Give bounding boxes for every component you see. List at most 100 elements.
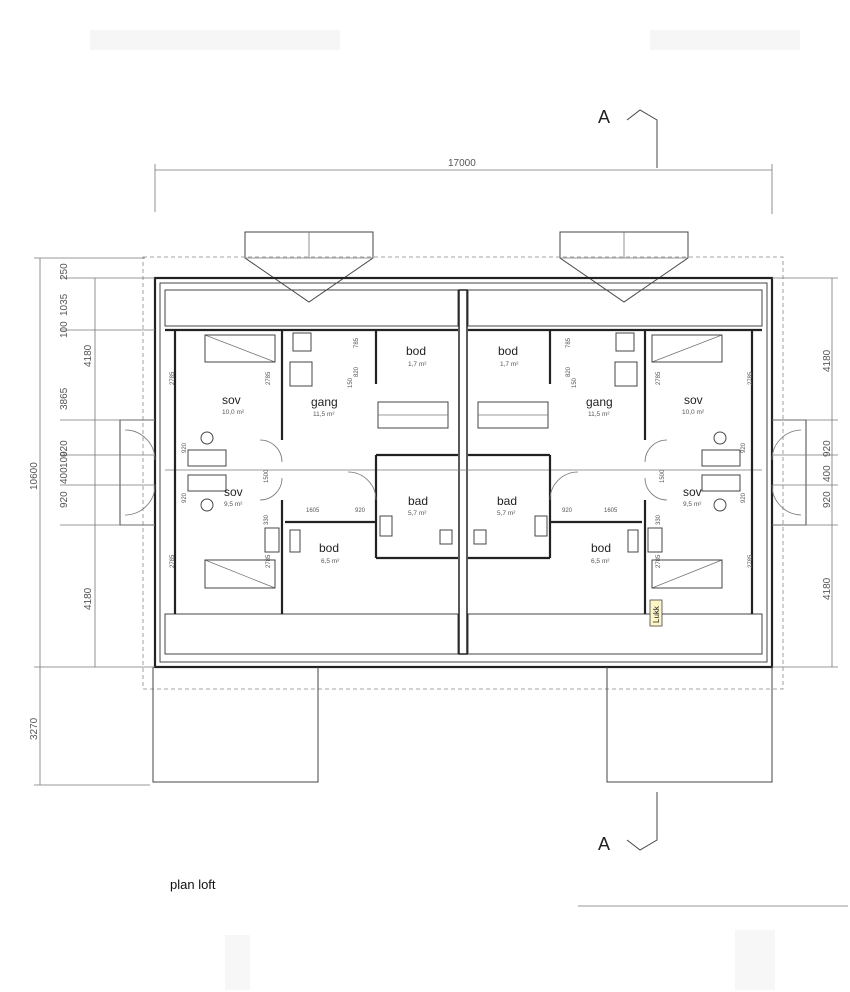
svg-text:250: 250: [59, 263, 70, 280]
room-name: bod: [591, 541, 611, 555]
faded-footer-left: [225, 935, 250, 990]
section-marker-top: A: [598, 107, 658, 168]
svg-text:920: 920: [355, 508, 366, 514]
section-marker-top-label: A: [598, 107, 610, 127]
room-name: sov: [684, 393, 703, 407]
dormer-left-top: [244, 231, 374, 303]
room-name: gang: [586, 395, 613, 409]
svg-text:820: 820: [566, 366, 572, 377]
room-area: 5,7 m²: [408, 510, 427, 517]
room-area: 10,0 m²: [222, 409, 245, 416]
room-area: 9,5 m²: [683, 501, 702, 508]
attic-strip-top-left: [164, 289, 459, 327]
svg-text:150: 150: [572, 377, 578, 388]
right-unit-walls: [468, 328, 762, 614]
section-marker-bottom-label: A: [598, 834, 610, 854]
room-name: bad: [408, 494, 428, 508]
small-dimensions: 2785 2785 785 820 150 920 920 1605 920 3…: [170, 337, 754, 568]
svg-text:3865: 3865: [59, 387, 70, 410]
room-area: 9,5 m²: [224, 501, 243, 508]
svg-text:920: 920: [741, 442, 747, 453]
faded-footer-right: [735, 930, 775, 990]
room-name: bod: [498, 344, 518, 358]
overall-width-dimension: 17000: [154, 158, 773, 214]
room-name: sov: [224, 485, 243, 499]
svg-text:330: 330: [656, 514, 662, 525]
rooms-left: sov 10,0 m² gang 11,5 m² bod 1,7 m² sov …: [222, 344, 428, 565]
overall-height-label: 10600: [29, 462, 40, 490]
svg-text:920: 920: [822, 491, 833, 508]
lukk-tag: Lukk: [649, 599, 663, 627]
room-name: bod: [406, 344, 426, 358]
svg-text:1035: 1035: [59, 293, 70, 316]
svg-text:1500: 1500: [660, 469, 666, 483]
section-marker-bottom: A: [598, 792, 658, 854]
svg-text:2785: 2785: [266, 371, 272, 385]
svg-text:400: 400: [822, 465, 833, 482]
svg-text:820: 820: [354, 366, 360, 377]
svg-text:920: 920: [59, 491, 70, 508]
svg-text:920: 920: [182, 492, 188, 503]
svg-text:330: 330: [264, 514, 270, 525]
rooms-right: bod 1,7 m² gang 11,5 m² sov 10,0 m² bad …: [497, 344, 705, 565]
svg-text:4180: 4180: [83, 587, 94, 610]
room-name: bod: [319, 541, 339, 555]
room-name: sov: [222, 393, 241, 407]
room-name: bad: [497, 494, 517, 508]
svg-text:1500: 1500: [264, 469, 270, 483]
right-dimension-chain: 4180 920 400 920 4180: [772, 277, 838, 668]
svg-text:4180: 4180: [822, 349, 833, 372]
side-window-right: [771, 419, 807, 526]
svg-text:2785: 2785: [656, 554, 662, 568]
room-area: 5,7 m²: [497, 510, 516, 517]
left-unit-walls: [165, 328, 458, 614]
room-area: 11,5 m²: [313, 411, 335, 418]
svg-text:100: 100: [59, 321, 70, 338]
svg-text:2785: 2785: [170, 554, 176, 568]
room-area: 6,5 m²: [591, 558, 610, 565]
plan-caption: plan loft: [170, 877, 216, 892]
room-area: 11,5 m²: [588, 411, 610, 418]
svg-text:785: 785: [566, 337, 572, 348]
dormer-right-top: [559, 231, 689, 303]
room-name: gang: [311, 395, 338, 409]
room-name: sov: [683, 485, 702, 499]
room-area: 6,5 m²: [321, 558, 340, 565]
overall-width-label: 17000: [448, 158, 476, 169]
svg-text:1605: 1605: [604, 508, 618, 514]
svg-text:2785: 2785: [170, 371, 176, 385]
svg-text:2785: 2785: [656, 371, 662, 385]
roof-outline: [142, 256, 784, 690]
svg-text:1605: 1605: [306, 508, 320, 514]
svg-text:100: 100: [59, 451, 70, 468]
attic-strip-top-right: [467, 289, 763, 327]
svg-text:2785: 2785: [748, 371, 754, 385]
svg-text:150: 150: [348, 377, 354, 388]
room-area: 10,0 m²: [682, 409, 705, 416]
attic-strip-bottom-right: [467, 613, 763, 655]
svg-text:2785: 2785: [266, 554, 272, 568]
room-area: 1,7 m²: [408, 361, 427, 368]
room-area: 1,7 m²: [500, 361, 519, 368]
party-wall: [458, 289, 468, 655]
svg-text:920: 920: [182, 442, 188, 453]
svg-text:2785: 2785: [748, 554, 754, 568]
faded-header-left: [90, 30, 340, 50]
svg-text:400: 400: [59, 467, 70, 484]
faded-header-right: [650, 30, 800, 50]
svg-text:920: 920: [741, 492, 747, 503]
side-window-left: [119, 419, 156, 526]
svg-text:785: 785: [354, 337, 360, 348]
svg-text:920: 920: [562, 508, 573, 514]
left-dimension-chain: 250 100 1035 4180 3865 920 400 100 920 4…: [29, 257, 155, 786]
attic-strip-bottom-left: [164, 613, 459, 655]
lukk-label: Lukk: [652, 605, 661, 623]
outer-wall: [153, 276, 774, 669]
dormer-bottom-left: [152, 667, 319, 783]
dormer-bottom-right: [606, 667, 773, 783]
svg-text:920: 920: [59, 440, 70, 457]
svg-text:4180: 4180: [822, 577, 833, 600]
svg-text:3270: 3270: [29, 717, 40, 740]
svg-text:920: 920: [822, 440, 833, 457]
